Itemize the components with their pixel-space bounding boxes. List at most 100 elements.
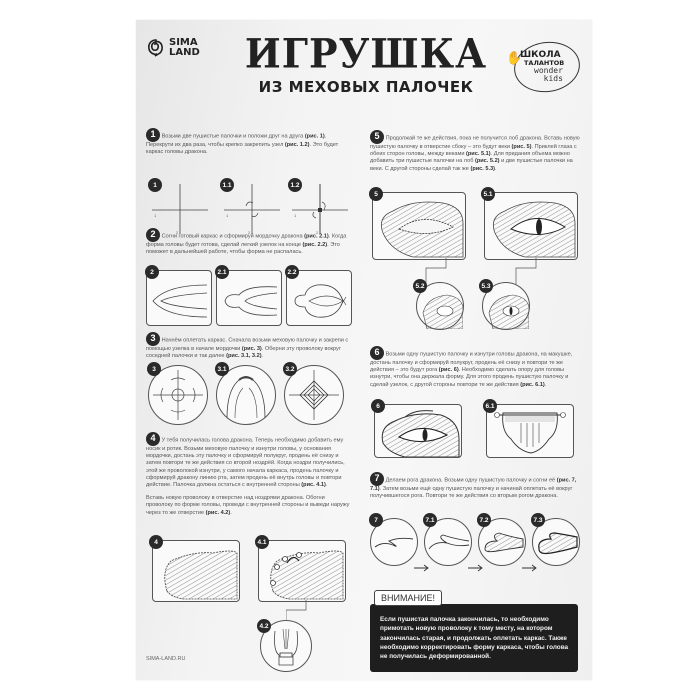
figure-badge: 1.1 [220,178,234,192]
fig-ref: (рис. 4.1) [301,482,326,489]
figure-badge: 2.2 [285,265,299,279]
fig-ref: (рис. 2.2) [302,242,328,248]
text: Делаем рога дракона. Возьми одну пушисту… [385,477,557,484]
head-hatched-diagram [164,550,238,600]
forehead-volume-diagram [422,294,463,329]
figure-badge: 3 [147,362,161,376]
step-3: 3 Начнём оплетать каркас. Сначала возьми… [146,332,351,360]
other-side-diagram [488,294,529,329]
sima-land-logo: SIMA LAND [146,38,200,58]
figure-6-1: 6.1 [483,399,574,458]
figure-2-2: 2.2 [285,265,352,326]
figure-5-3: 5.3 [479,279,530,330]
svg-text:1: 1 [226,213,229,218]
figure-badge: 6 [371,399,385,413]
text: . Перекрути их два раза, чтобы крепко за… [146,133,327,148]
eyelids-diagram [380,201,464,258]
text: . [544,381,547,388]
text: Возьми одну пушистую палочку и изнутри г… [370,351,573,374]
warning-box [370,604,578,672]
fig-ref: (рис. 5) [511,144,532,150]
step-2-text: 2 Согни готовый каркас и сформируй мордо… [146,228,351,256]
figure-3-2: 3.2 [283,362,344,425]
text: . Затем возьми ещё одну пушистую палочку… [370,486,573,500]
text: Согни готовый каркас и сформируй мордочк… [161,233,305,240]
text: Возьми две пушистые палочки и положи дру… [161,133,305,140]
figure-4-1: 4.1 [255,535,346,602]
fig-ref: (рис. 5.1) [466,151,491,158]
figure-badge: 7.2 [477,513,491,527]
figure-badge: 6.1 [483,399,497,413]
figure-3-1: 3.1 [215,362,276,425]
figure-7-3: 7.3 [531,513,580,566]
step-4-text: 4 У тебя получилась голова дракона. Тепе… [146,432,351,489]
text: . [261,353,264,360]
fig-ref: (рис. 5.3) [470,165,496,172]
figure-badge: 5.3 [479,279,493,293]
diamond-weave-diagram [289,370,339,420]
brand-left-line1: SIMA [169,37,198,48]
figure-badge: 7.1 [423,513,437,527]
figure-5: 5 [369,187,466,260]
step-2-number: 2 [146,228,160,242]
figure-badge: 7.3 [531,513,545,527]
wrap-start-diagram [153,370,203,420]
step-5-number: 5 [370,130,384,144]
footer-url: SIMA-LAND.RU [146,656,186,662]
step-6-text: 6 Возьми одну пушистую палочку и изнутри… [370,346,580,389]
step-7-text: 7 Делаем рога дракона. Возьми одну пушис… [370,472,580,500]
fig-ref: (рис. 1) [304,133,325,140]
eye-glued-diagram [492,201,576,258]
brand-right-line1: ШКОЛА [520,50,561,60]
figure-7-1: 7.1 [423,513,472,566]
step-1-number: 1 [146,128,160,142]
single-stick-diagram [374,537,414,548]
text: . [325,482,328,489]
text: У тебя получилась голова дракона. Теперь… [146,437,345,489]
text: . Оберни эту проволоку вокруг соседней п… [146,346,341,360]
step-7-number: 7 [370,472,384,486]
text: . Приклей глаза с обеих сторон головы, м… [370,144,577,158]
text: . [495,165,497,172]
progress-arrows [414,564,537,572]
connector-lines [425,258,537,286]
text: Начнём оплетать каркас. Сначала возьми м… [146,337,349,352]
support-frame-diagram [494,412,566,454]
dolphin-icon [148,39,163,57]
figure-badge: 5.1 [481,187,495,201]
figure-7-2: 7.2 [477,513,526,566]
figure-badge: 2.1 [215,265,229,279]
page-title: ИГРУШКА [244,29,488,78]
figure-2: 2 [145,265,212,326]
brand-right-wonder: wonder [534,66,563,75]
fig-ref: (рис. 5.2) [474,158,500,165]
step-7: 7 Делаем рога дракона. Возьми одну пушис… [370,472,580,500]
step-1-text: 1 Возьми две пушистые палочки и положи д… [146,128,351,156]
figure-badge: 4.1 [255,535,269,549]
figure-5-1: 5.1 [481,187,578,260]
text: . Необходимо сделать опору для головы из… [370,367,569,388]
finished-horn-diagram [538,532,578,555]
fig-ref: (рис. 7, 7.1) [370,477,577,492]
twist-step-diagram: 12 [224,184,280,235]
figure-4-2: 4.2 [257,619,312,672]
figure-badge: 3.1 [215,362,229,376]
brand-left-line2: LAND [169,47,200,58]
brand-right-line2: ТАЛАНТОВ [524,59,565,67]
fig-ref: (рис. 3.1, 3.2) [226,353,262,360]
step-3-number: 3 [146,332,160,346]
svg-text:2: 2 [176,230,179,235]
figure-3: 3 [147,362,208,425]
step-4-text-2: Вставь новую проволоку в отверстие над н… [146,495,351,517]
step-4: 4 У тебя получилась голова дракона. Тепе… [146,432,351,517]
figure-badge: 3.2 [283,362,297,376]
figure-4: 4 [149,535,240,602]
bent-frame-diagram [152,284,208,318]
horns-diagram [381,410,460,457]
snout-frame-diagram [224,286,278,316]
